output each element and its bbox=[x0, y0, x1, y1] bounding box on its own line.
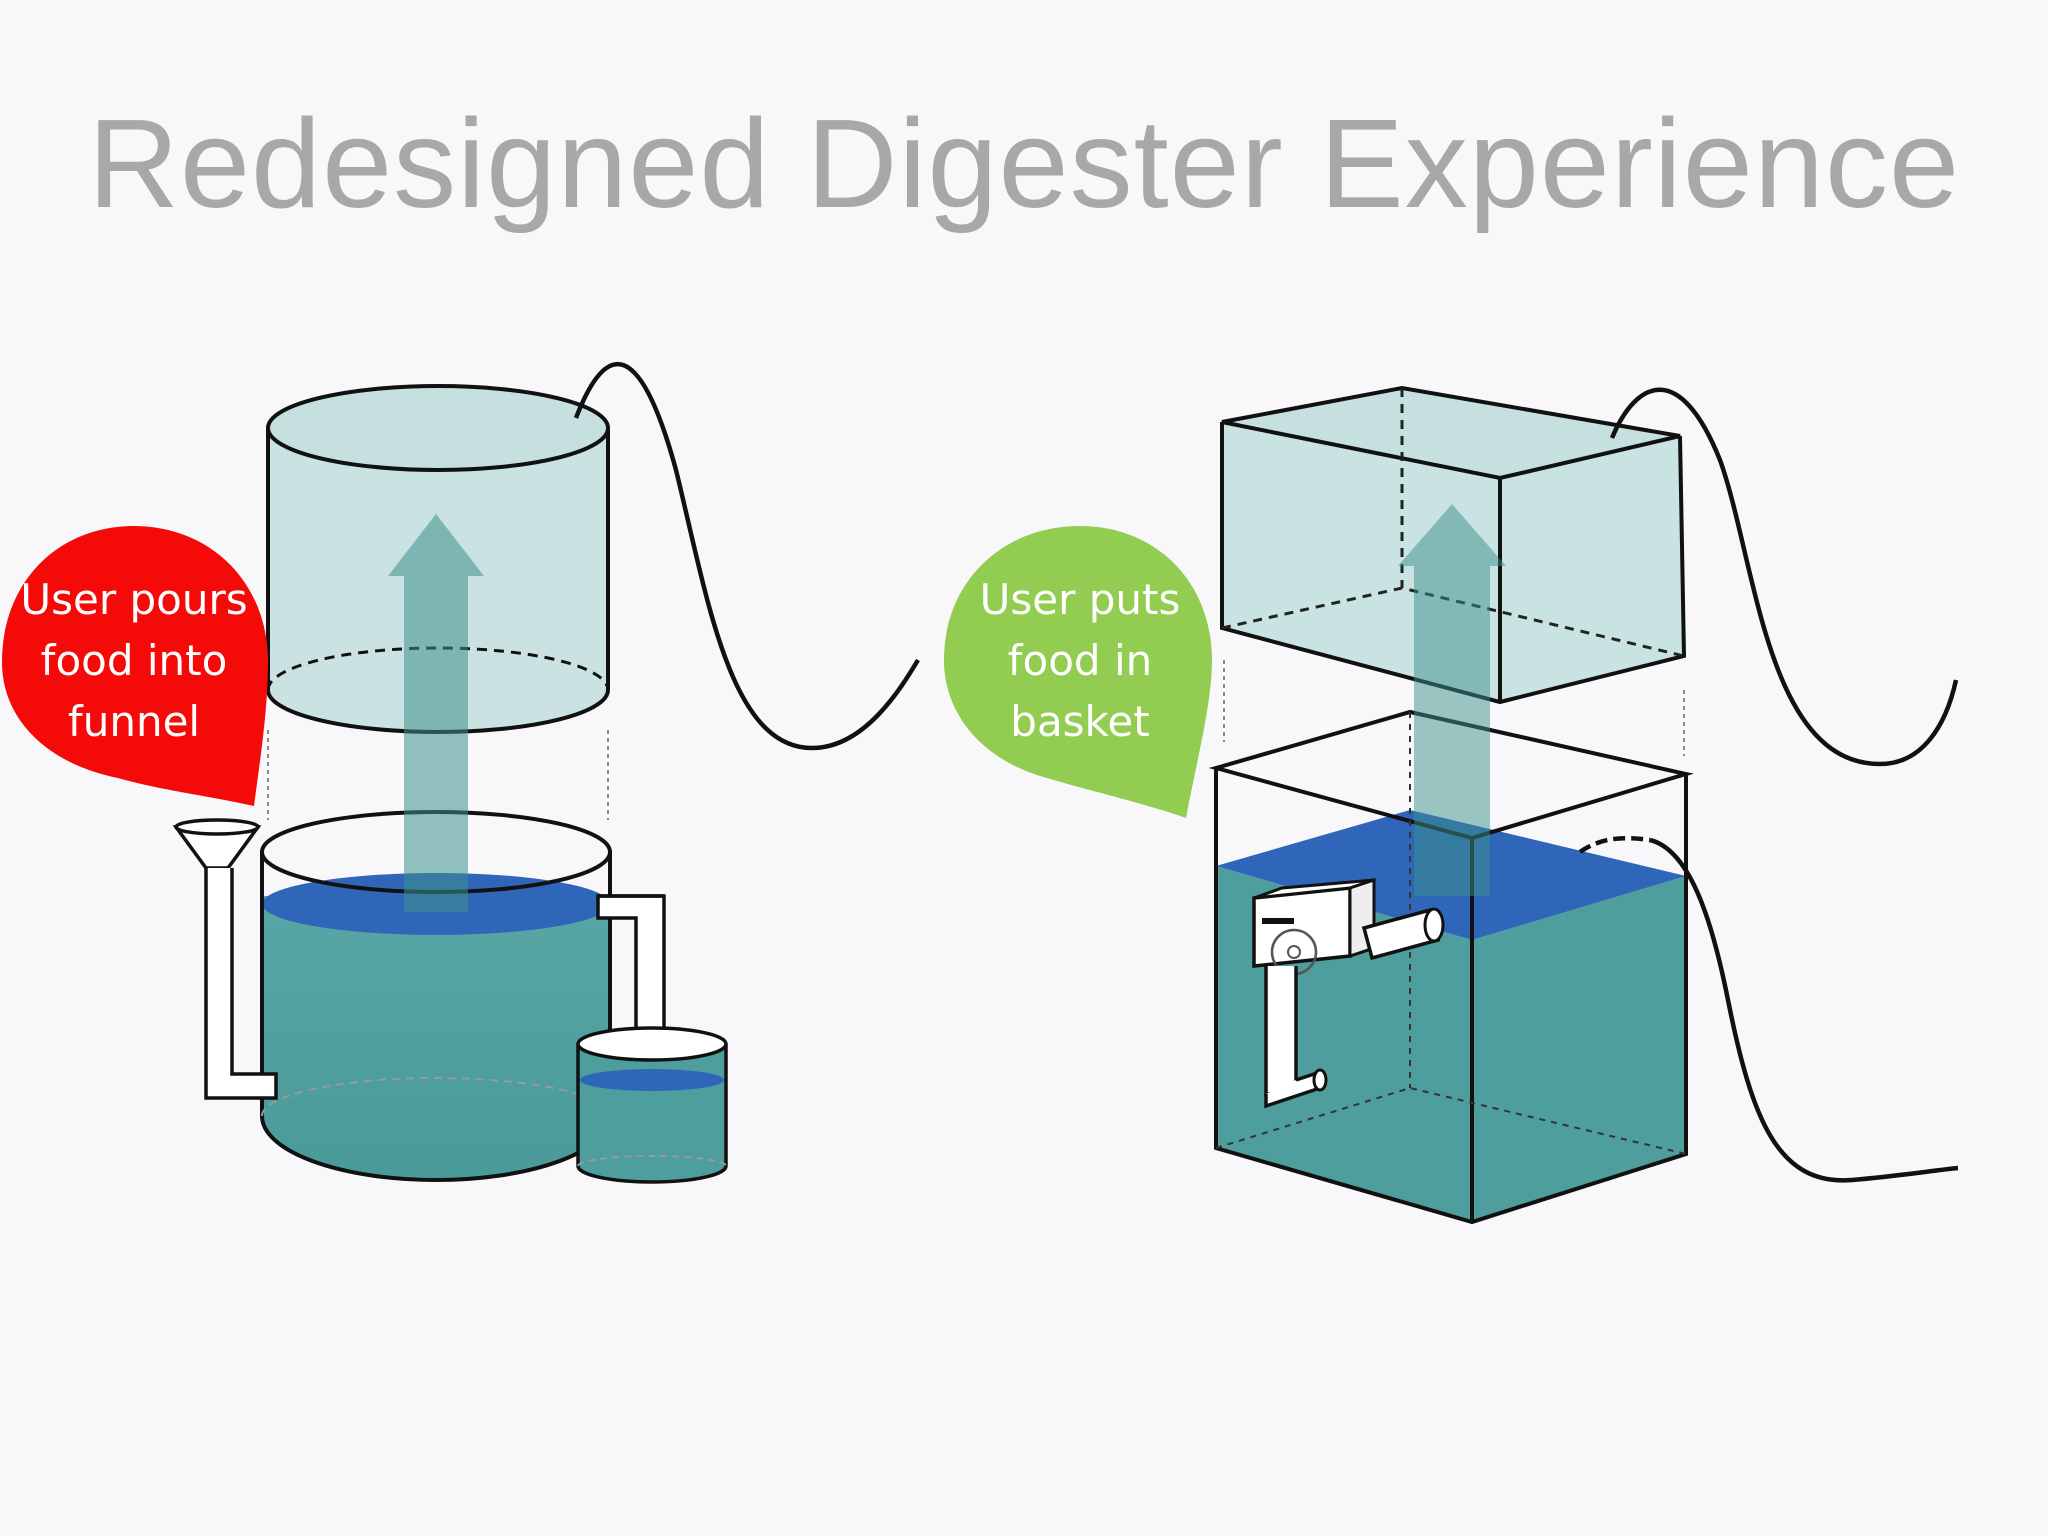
box-alignment-guides bbox=[1223, 660, 1685, 756]
arrow-up-icon bbox=[388, 514, 484, 912]
funnel-icon bbox=[172, 818, 278, 1100]
inlet-pipe-icon bbox=[204, 868, 278, 1100]
callout-right-line: food in bbox=[1007, 636, 1153, 685]
callout-bubble-right bbox=[944, 526, 1212, 818]
box-cable-upper-icon bbox=[1609, 387, 1959, 767]
cable-icon bbox=[573, 361, 920, 751]
callout-left-line: User pours bbox=[20, 575, 248, 624]
callout-right-line: User puts bbox=[979, 575, 1181, 624]
box-cable-lower-icon bbox=[1649, 837, 1959, 1183]
pump-icon bbox=[1252, 877, 1445, 1109]
rectangular-digester bbox=[944, 385, 1959, 1225]
callout-bubble-left bbox=[2, 526, 268, 806]
callout-left-line: food into bbox=[40, 636, 228, 685]
callout-left-line: funnel bbox=[67, 697, 201, 746]
callout-right-line: basket bbox=[1010, 697, 1150, 746]
slide-title: Redesigned Digester Experience bbox=[87, 93, 1961, 234]
alignment-guides bbox=[267, 730, 609, 820]
box-arrow-up-icon bbox=[1398, 504, 1506, 896]
box-lid bbox=[1220, 385, 1687, 705]
callout-text-left: User pours food into funnel bbox=[14, 569, 254, 752]
collection-container bbox=[576, 1026, 728, 1184]
callout-text-right: User puts food in basket bbox=[960, 569, 1200, 752]
cylindrical-digester bbox=[2, 361, 920, 1184]
